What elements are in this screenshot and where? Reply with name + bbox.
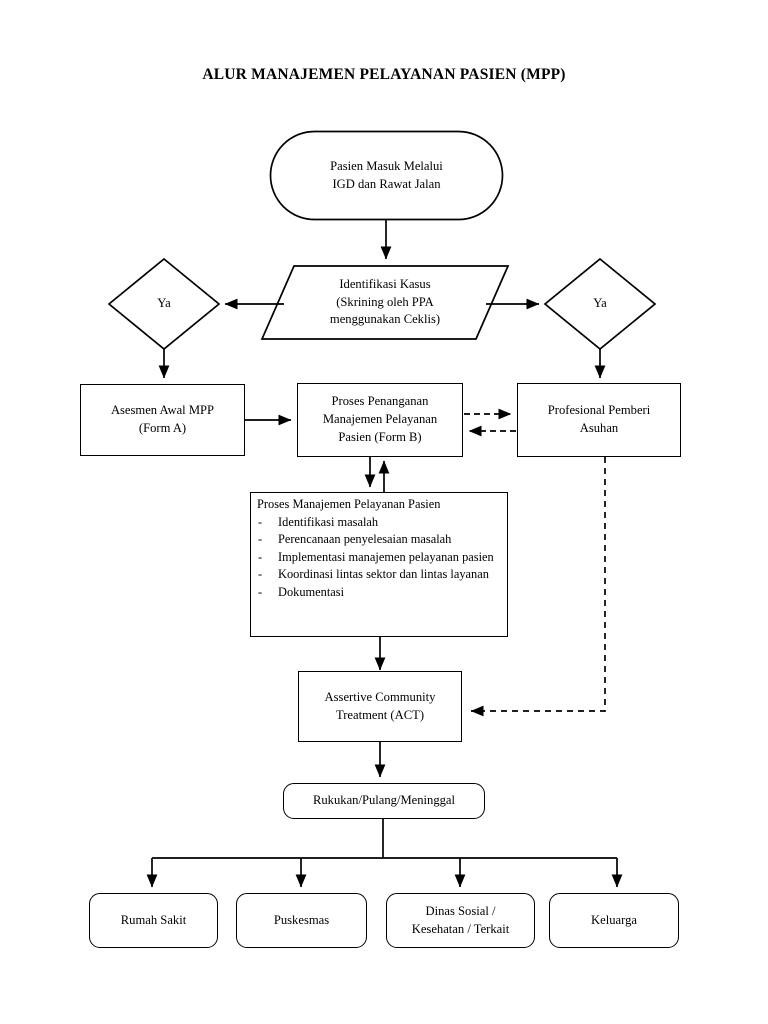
proses-manajemen-list-box[interactable]: Proses Manajemen Pelayanan Pasien Identi… [250,492,508,637]
decision-right-ya[interactable]: Ya [560,286,640,322]
decision-right-label: Ya [593,296,607,311]
identifikasi-line2: (Skrining oleh PPA [336,294,434,309]
outcome-dinas-sosial-line1: Dinas Sosial / [425,903,496,918]
proses-penanganan-line3: Pasien (Form B) [338,429,422,444]
act-node[interactable]: Assertive Community Treatment (ACT) [298,671,462,742]
proses-penanganan-line2: Manajemen Pelayanan [322,412,438,427]
start-node[interactable]: Pasien Masuk Melalui IGD dan Rawat Jalan [270,131,503,220]
act-line1: Assertive Community [324,689,436,704]
page-title: ALUR MANAJEMEN PELAYANAN PASIEN (MPP) [202,66,566,83]
proses-list-item: Identifikasi masalah [256,514,501,532]
decision-left-label: Ya [157,296,171,311]
outcome-keluarga-label: Keluarga [591,912,637,927]
asesmen-line1: Asesmen Awal MPP [110,403,215,418]
ppa-line2: Asuhan [579,421,619,435]
rukukan-pulang-meninggal-node[interactable]: Rukukan/Pulang/Meninggal [283,783,485,819]
outcome-rumah-sakit-node[interactable]: Rumah Sakit [89,893,218,948]
outcome-dinas-sosial-node[interactable]: Dinas Sosial / Kesehatan / Terkait [386,893,535,948]
rukukan-label: Rukukan/Pulang/Meninggal [312,793,456,808]
outcome-puskesmas-node[interactable]: Puskesmas [236,893,367,948]
start-node-line2: IGD dan Rawat Jalan [332,176,441,191]
identifikasi-kasus-node[interactable]: Identifikasi Kasus (Skrining oleh PPA me… [272,266,498,339]
ppa-line1: Profesional Pemberi [547,403,651,418]
outcome-dinas-sosial-line2: Kesehatan / Terkait [411,921,510,936]
outcome-keluarga-node[interactable]: Keluarga [549,893,679,948]
proses-list-heading: Proses Manajemen Pelayanan Pasien [257,497,441,511]
act-line2: Treatment (ACT) [335,707,425,722]
proses-penanganan-line1: Proses Penanganan [331,394,429,409]
proses-list-item: Koordinasi lintas sektor dan lintas laya… [256,566,501,584]
identifikasi-line3: menggunakan Ceklis) [329,312,441,327]
asesmen-line2: (Form A) [138,421,187,435]
asesmen-awal-mpp-node[interactable]: Asesmen Awal MPP (Form A) [80,384,245,456]
profesional-pemberi-asuhan-node[interactable]: Profesional Pemberi Asuhan [517,383,681,457]
proses-list-item: Perencanaan penyelesaian masalah [256,531,501,549]
outcome-puskesmas-label: Puskesmas [273,912,330,927]
proses-list: Identifikasi masalah Perencanaan penyele… [256,514,501,602]
proses-list-item: Implementasi manajemen pelayanan pasien [256,549,501,567]
start-node-line1: Pasien Masuk Melalui [330,158,443,173]
decision-left-ya[interactable]: Ya [124,286,204,322]
proses-list-item: Dokumentasi [256,584,501,602]
identifikasi-line1: Identifikasi Kasus [339,276,431,291]
proses-penanganan-node[interactable]: Proses Penanganan Manajemen Pelayanan Pa… [297,383,463,457]
outcome-rumah-sakit-label: Rumah Sakit [120,912,187,927]
